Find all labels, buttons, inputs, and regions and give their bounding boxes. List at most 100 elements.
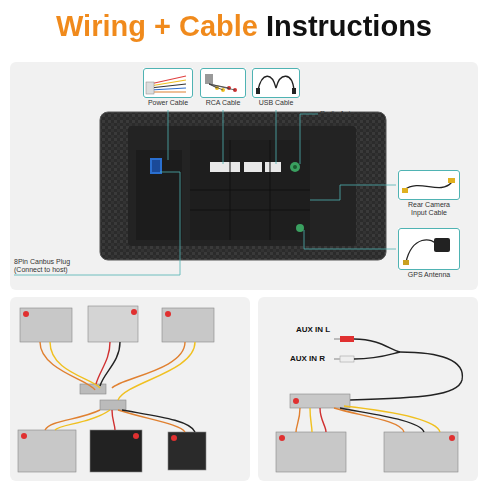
art-rect (334, 358, 340, 360)
art-path (344, 406, 440, 432)
art-path (150, 91, 186, 92)
art-rect (146, 82, 154, 94)
art-rect (252, 68, 300, 98)
art-rect (265, 162, 281, 172)
art-path (45, 410, 100, 430)
art-circle (21, 433, 27, 439)
art-circle (23, 311, 29, 317)
art-rect (200, 68, 246, 98)
art-path (96, 342, 110, 384)
art-circle (293, 398, 299, 404)
art-rect (100, 400, 126, 410)
art-rect (292, 88, 296, 94)
art-rect (10, 62, 478, 290)
art-g (21, 309, 177, 441)
art-g (276, 394, 458, 472)
art-circle (290, 162, 300, 172)
art-path (310, 408, 312, 432)
art-path (276, 110, 277, 164)
art-rect (340, 356, 354, 362)
art-circle (296, 224, 304, 232)
art-circle (449, 435, 455, 441)
art-rect (136, 150, 182, 240)
art-path (40, 342, 95, 390)
art-rect (10, 297, 250, 481)
art-rect (276, 432, 346, 472)
cable-label: GPS Antenna (369, 271, 488, 279)
art-rect (210, 162, 240, 172)
cable-thumbnail-box: USB Cable (252, 68, 300, 98)
art-path (223, 110, 224, 164)
art-rect (128, 126, 356, 246)
art-rect (402, 188, 408, 193)
art-g (18, 306, 214, 472)
art-rect (162, 308, 214, 342)
art-rect (18, 430, 76, 472)
art-rect (88, 306, 138, 342)
art-rect (384, 432, 458, 472)
art-path (354, 352, 400, 359)
art-path (406, 240, 438, 262)
art-g (40, 342, 195, 432)
art-rect (258, 297, 478, 481)
art-path (310, 185, 396, 200)
art-rect (143, 68, 193, 98)
art-circle (133, 433, 139, 439)
art-path (112, 410, 115, 430)
art-path (100, 342, 120, 386)
art-path (14, 172, 180, 275)
art-rect (205, 74, 213, 84)
art-rect (256, 88, 260, 94)
aux-label: AUX IN L (296, 325, 356, 334)
cable-thumbnail-box: RCA Cable (200, 68, 246, 98)
page-title: Wiring + Cable Instructions (0, 8, 488, 44)
art-rect (403, 260, 409, 265)
art-path (122, 410, 195, 432)
art-circle (293, 165, 297, 169)
art-rect (398, 170, 460, 200)
art-path (55, 410, 110, 430)
antenna-label: Radio Antenna (320, 110, 390, 118)
art-path (118, 342, 195, 400)
cable-label: USB Cable (223, 99, 329, 107)
art-circle (279, 435, 285, 441)
art-path (50, 342, 100, 388)
art-path (354, 339, 400, 352)
art-path (320, 408, 326, 432)
art-path (404, 182, 452, 190)
cable-thumbnail-box: Rear Camera Input Cable (398, 170, 460, 200)
art-path (334, 408, 404, 432)
art-rect (290, 394, 350, 408)
art-path (296, 408, 300, 432)
art-g (14, 110, 396, 275)
art-rect (448, 178, 455, 183)
cable-thumbnail-box: GPS Antenna (398, 228, 460, 270)
cable-thumbnail-box: Power Cable (143, 68, 193, 98)
art-rect (90, 430, 142, 472)
art-path (350, 352, 462, 400)
art-rect (20, 308, 72, 342)
art-circle (131, 309, 137, 315)
art-path (150, 84, 186, 88)
art-path (190, 140, 310, 240)
art-path (304, 230, 396, 249)
art-rect (152, 160, 160, 172)
art-g (350, 339, 462, 400)
art-g (150, 76, 186, 92)
art-g (279, 398, 455, 441)
art-rect (340, 336, 354, 342)
art-path (150, 88, 186, 90)
art-rect (244, 162, 262, 172)
art-path (168, 110, 169, 160)
art-g (296, 406, 440, 432)
art-rect (168, 432, 206, 470)
plug-label: 8Pin Canbus Plug (Connect to host) (14, 258, 84, 274)
art-g (190, 140, 310, 240)
aux-label: AUX IN R (290, 354, 350, 363)
art-rect (334, 338, 340, 340)
art-circle (165, 311, 171, 317)
art-rect (190, 140, 310, 240)
art-rect (100, 112, 386, 260)
